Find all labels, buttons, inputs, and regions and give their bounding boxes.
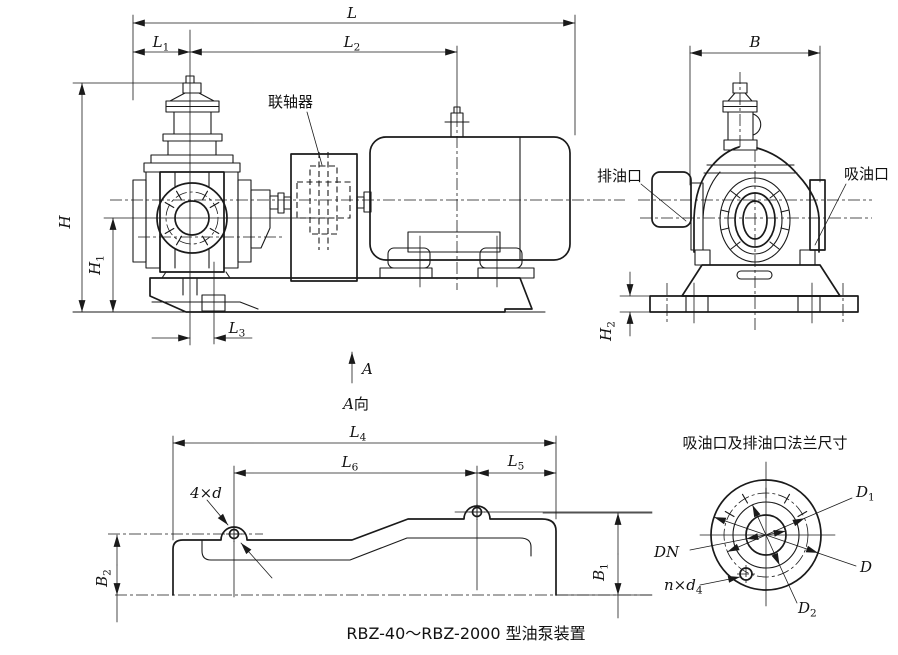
view-letter: A (360, 360, 373, 378)
discharge-port-label: 排油口 (597, 167, 642, 185)
motor (369, 106, 571, 288)
coupling-hidden-outline (296, 152, 351, 250)
dim-label-l5: L5 (507, 452, 525, 473)
dim-label-b: B (748, 33, 760, 51)
dim-label-dn: DN (653, 543, 680, 561)
dim-label-l6: L6 (341, 453, 359, 474)
dim-label-l3: L3 (228, 319, 246, 340)
baseplate-outline (172, 505, 557, 596)
pump-pedestal (649, 249, 859, 324)
dim-label-l2: L2 (343, 33, 361, 54)
flange-dimension-leaders (689, 497, 857, 604)
baseplate-bolt-holes (226, 504, 485, 542)
pump-body (132, 171, 292, 296)
baseplate-dimensions (113, 435, 653, 623)
dim-label-b2: B2 (93, 569, 114, 588)
front-view: L L1 L2 H H1 L3 联轴器 (56, 4, 625, 346)
end-view-dimensions (619, 45, 847, 337)
dim-label-h2: H2 (597, 321, 618, 342)
front-view-dimensions (72, 14, 576, 345)
bore-circle (745, 514, 787, 556)
relief-valve (143, 75, 241, 173)
dim-label-nxd4: n×d4 (664, 576, 703, 597)
baseplate-view: L4 L6 L5 B2 B1 4×d (93, 423, 653, 623)
dim-label-l4: L4 (349, 423, 367, 444)
dim-label-d1: D1 (855, 483, 875, 504)
dim-label-h: H (56, 215, 74, 230)
flange-outer-circle (710, 479, 822, 591)
flange-detail-view: 吸油口及排油口法兰尺寸 D1 D D2 DN n×d4 (653, 434, 875, 620)
baseplate-side (149, 277, 533, 313)
flange-detail-title: 吸油口及排油口法兰尺寸 (682, 434, 847, 452)
end-relief-valve (722, 82, 762, 151)
end-view: B H2 排油口 吸油口 (597, 33, 889, 342)
view-name: A向 (341, 395, 369, 413)
drawing-caption: RBZ-40～RBZ-2000 型油泵装置 (346, 624, 585, 643)
dim-label-d: D (859, 558, 872, 576)
dim-label-b1: B1 (590, 563, 611, 582)
dim-label-l: L (346, 4, 357, 22)
view-direction-marker: A A向 (341, 351, 373, 413)
coupling-guard (290, 153, 358, 282)
discharge-flange (651, 171, 692, 228)
dim-label-h1: H1 (86, 255, 107, 276)
spigot-circle (732, 501, 800, 569)
pump-casing-end (651, 146, 826, 263)
dim-label-l1: L1 (152, 33, 170, 54)
suction-port-label: 吸油口 (844, 165, 889, 183)
dim-label-4xd: 4×d (189, 484, 222, 502)
dim-label-d2: D2 (797, 599, 817, 620)
coupling-label: 联轴器 (268, 93, 313, 111)
suction-flange (809, 179, 826, 251)
